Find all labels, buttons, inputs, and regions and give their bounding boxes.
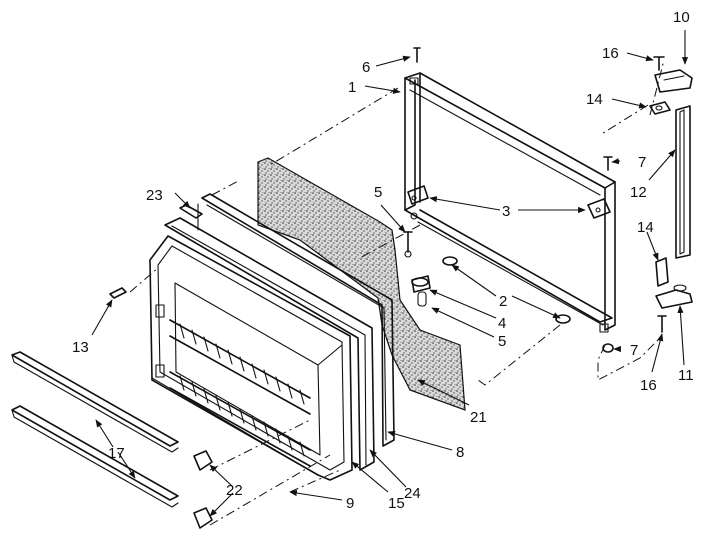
callout-7-upper: 7	[638, 154, 646, 171]
callout-17: 17	[108, 445, 125, 462]
liner-shelf-upper	[169, 319, 311, 415]
callout-5-upper: 5	[374, 184, 382, 201]
washer-top	[649, 101, 671, 115]
bushing-pads	[411, 256, 571, 324]
trim-strip	[179, 204, 203, 219]
door-liner	[149, 235, 353, 481]
handle-strip	[675, 105, 691, 259]
callout-12: 12	[630, 184, 647, 201]
callout-15: 15	[388, 495, 405, 512]
door-frame	[404, 72, 616, 333]
callout-14-upper: 14	[586, 91, 603, 108]
callout-8: 8	[456, 444, 464, 461]
alignment-lines	[129, 59, 665, 526]
callout-5-lower: 5	[498, 333, 506, 350]
callout-4: 4	[498, 315, 506, 332]
hinge-right	[587, 198, 611, 219]
shelf-bar-upper	[11, 351, 179, 453]
liner-shelf-lower	[169, 371, 311, 467]
callout-7-lower: 7	[630, 342, 638, 359]
callout-1: 1	[348, 79, 356, 96]
inner-gasket	[164, 217, 375, 471]
callout-21: 21	[470, 409, 487, 426]
callout-14-lower: 14	[637, 219, 654, 236]
callout-16-lower: 16	[640, 377, 657, 394]
callout-16-upper: 16	[602, 45, 619, 62]
callout-13: 13	[72, 339, 89, 356]
top-hinge	[654, 69, 693, 93]
shelf-bar-lower	[11, 405, 179, 508]
callout-10: 10	[673, 9, 690, 26]
callout-2: 2	[499, 293, 507, 310]
callout-23: 23	[146, 187, 163, 204]
leader-arrows	[91, 30, 689, 517]
callout-labels: 1 2 3 4 5 5 6 7 7 8 9 10 11 12 13 14 14 …	[72, 9, 694, 512]
callout-6: 6	[362, 59, 370, 76]
callout-22: 22	[226, 482, 243, 499]
foam-insulation-panel	[257, 157, 466, 411]
hinge-left	[407, 185, 429, 220]
lower-hinge	[655, 257, 693, 309]
callout-24: 24	[404, 485, 421, 502]
end-caps	[193, 450, 213, 529]
callout-9: 9	[346, 495, 354, 512]
callout-11: 11	[678, 367, 694, 384]
callout-3: 3	[502, 203, 510, 220]
